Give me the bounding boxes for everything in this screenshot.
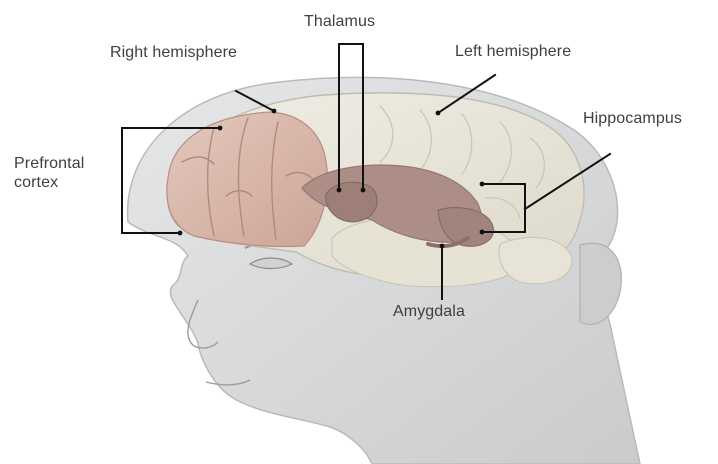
right-hemisphere-label: Right hemisphere (110, 43, 237, 62)
prefrontal-cortex-label: Prefrontal cortex (14, 154, 124, 192)
cerebellum (499, 237, 572, 283)
hippocampus-label: Hippocampus (583, 109, 682, 128)
ear (580, 243, 621, 324)
thalamus-label: Thalamus (304, 12, 375, 31)
left-hemisphere-label: Left hemisphere (455, 42, 571, 61)
amygdala-label: Amygdala (393, 302, 465, 321)
